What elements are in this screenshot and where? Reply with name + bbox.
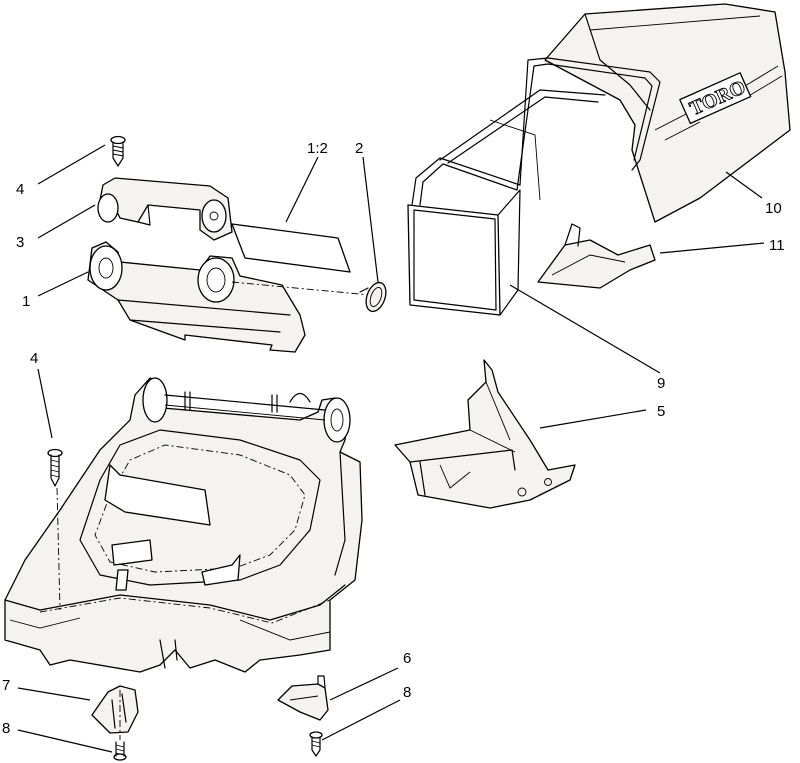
callout-8-left: 8 bbox=[2, 720, 10, 737]
mower-deck-housing bbox=[4, 377, 363, 673]
callout-8-right: 8 bbox=[403, 684, 411, 701]
rear-flap bbox=[87, 241, 371, 353]
screw-top bbox=[110, 135, 126, 167]
callout-2: 2 bbox=[355, 140, 363, 157]
callout-labels: 4 3 1 1:2 2 10 11 9 5 4 6 7 8 8 bbox=[2, 140, 785, 737]
side-clip bbox=[277, 675, 329, 721]
callout-4-left: 4 bbox=[30, 350, 38, 367]
front-clip bbox=[91, 685, 139, 740]
screw-bottom-right bbox=[309, 731, 323, 757]
callout-1-2: 1:2 bbox=[307, 140, 328, 157]
decal bbox=[231, 223, 351, 273]
bag-frame-mount bbox=[394, 359, 576, 509]
callout-6: 6 bbox=[403, 650, 411, 667]
callout-5: 5 bbox=[657, 403, 665, 420]
callout-9: 9 bbox=[657, 375, 665, 392]
callout-3: 3 bbox=[16, 234, 24, 251]
callout-1: 1 bbox=[22, 293, 30, 310]
callout-4-top: 4 bbox=[16, 181, 24, 198]
bag-clip bbox=[537, 223, 656, 289]
grass-bag-cover: TORO bbox=[544, 3, 791, 223]
grass-bag-frame bbox=[407, 57, 661, 316]
callout-11: 11 bbox=[769, 237, 785, 254]
screw-left bbox=[47, 448, 63, 611]
torsion-spring bbox=[359, 281, 387, 313]
leader-lines bbox=[17, 144, 765, 753]
screw-bottom-left bbox=[113, 741, 127, 761]
hinge-bracket bbox=[97, 177, 233, 241]
callout-10: 10 bbox=[765, 200, 782, 217]
callout-7: 7 bbox=[2, 677, 10, 694]
